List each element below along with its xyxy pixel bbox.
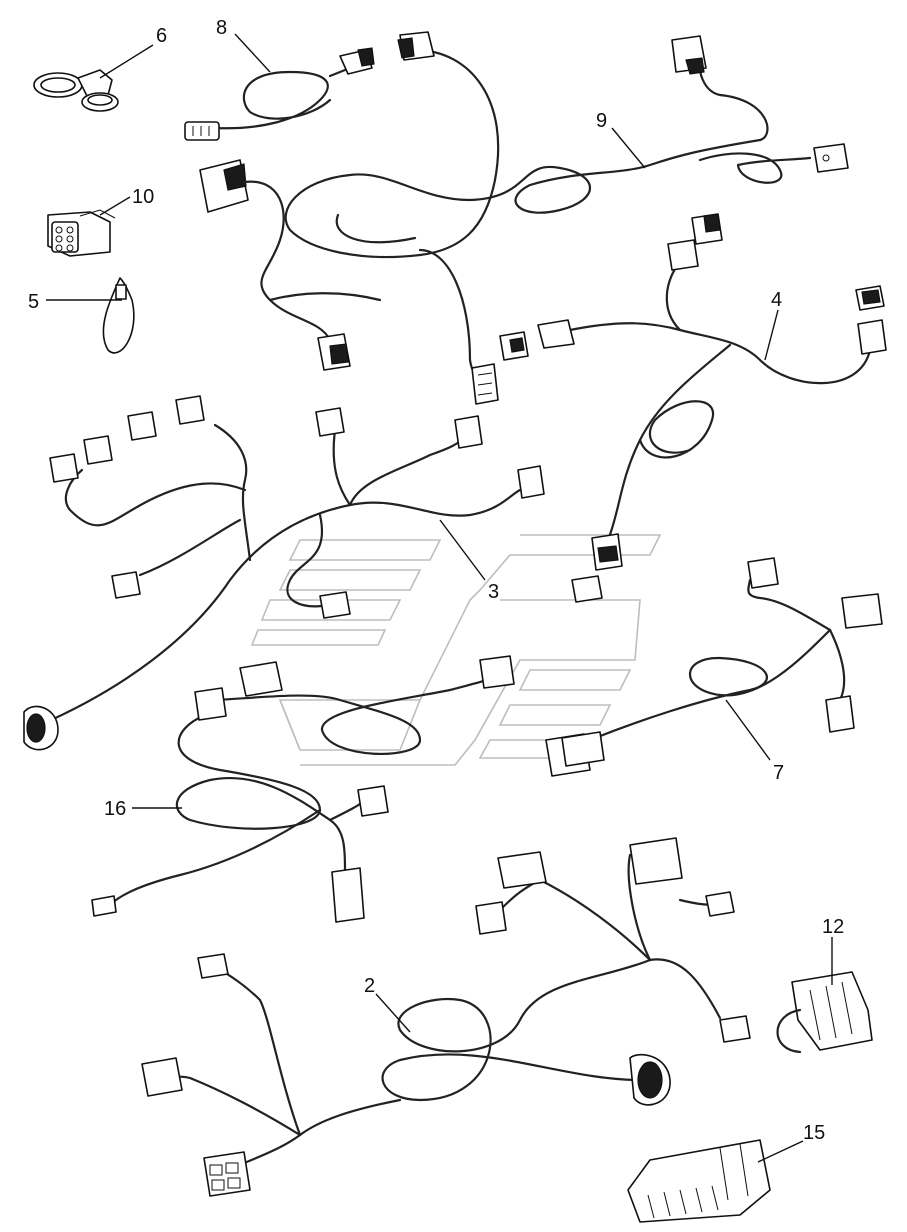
callout-7: 7 (773, 762, 784, 784)
part-4-harness (537, 213, 887, 603)
callout-12: 12 (822, 916, 844, 938)
callout-2: 2 (364, 975, 375, 997)
part-9-harness (284, 31, 849, 405)
part-8-harness (184, 47, 375, 141)
callout-3: 3 (488, 581, 499, 603)
part-5-cable-tie (102, 277, 135, 354)
callout-16: 16 (104, 798, 126, 820)
part-16-harness (91, 655, 515, 923)
part-7-harness (545, 557, 883, 777)
callout-4: 4 (771, 289, 782, 311)
part-12-connector (776, 971, 873, 1054)
part-15-connector (627, 1139, 771, 1223)
callout-8: 8 (216, 17, 227, 39)
control-module (199, 159, 382, 371)
callout-9: 9 (596, 110, 607, 132)
part-3-harness (23, 395, 545, 751)
callout-6: 6 (156, 25, 167, 47)
callout-labels: 6 8 9 10 5 4 3 7 16 12 2 15 (28, 17, 844, 1144)
part-2-harness (141, 837, 751, 1197)
callout-15: 15 (803, 1122, 825, 1144)
part-6-clamp (33, 69, 119, 112)
callout-leaders (46, 33, 833, 1163)
part-10-connector (47, 209, 116, 257)
callout-5: 5 (28, 291, 39, 313)
callout-10: 10 (132, 186, 154, 208)
